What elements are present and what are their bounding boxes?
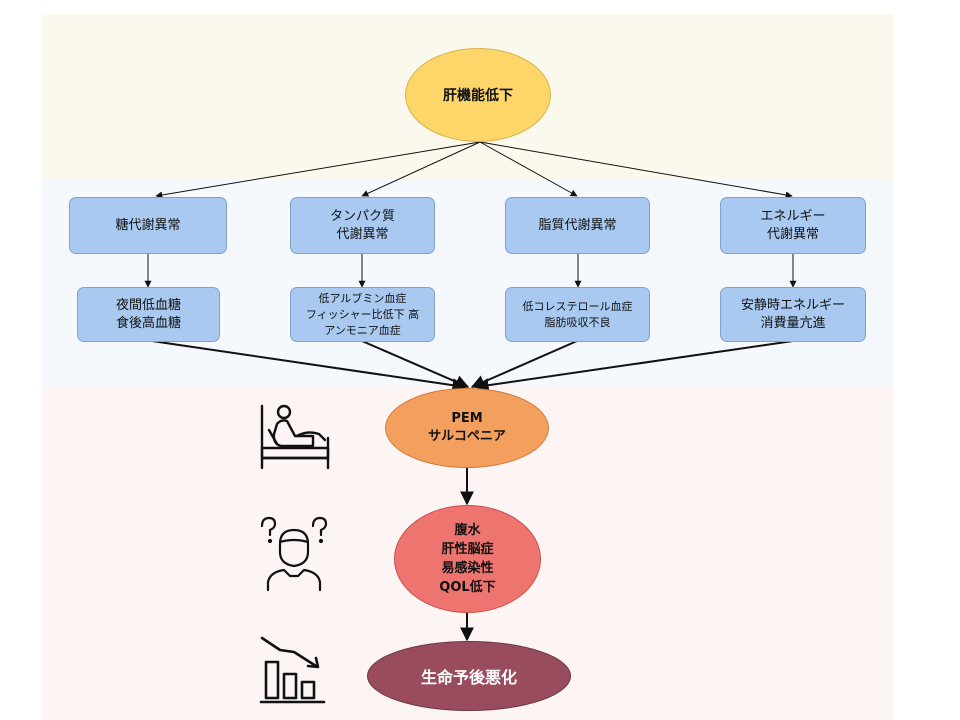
pem-sarcopenia-node: PEM サルコペニア bbox=[385, 388, 549, 468]
arrow-liver-to-sugar bbox=[155, 141, 481, 199]
arrow-liver-to-lipid bbox=[479, 141, 578, 197]
energy-detail-box: 安静時エネルギー 消費量亢進 bbox=[720, 287, 866, 342]
arrow-sugar-to-pem bbox=[151, 340, 467, 393]
complications-node: 腹水 肝性脳症 易感染性 QOL低下 bbox=[394, 505, 541, 613]
arrow-liver-to-protein bbox=[361, 141, 481, 197]
lipid-detail-box: 低コレステロール血症 脂肪吸収不良 bbox=[505, 287, 650, 342]
arrow-energy-to-pem bbox=[474, 340, 794, 393]
energy-metabolism-box: エネルギー 代謝異常 bbox=[720, 197, 866, 254]
arrow-protein-to-pem bbox=[361, 340, 470, 389]
sugar-detail-box: 夜間低血糖 食後高血糖 bbox=[77, 287, 220, 342]
bedridden-patient-icon bbox=[260, 404, 330, 470]
arrow-liver-to-energy bbox=[479, 141, 793, 199]
liver-dysfunction-node: 肝機能低下 bbox=[405, 48, 551, 142]
lipid-metabolism-box: 脂質代謝異常 bbox=[505, 197, 650, 254]
protein-detail-box: 低アルブミン血症 フィッシャー比低下 高 アンモニア血症 bbox=[290, 287, 435, 342]
sugar-metabolism-box: 糖代謝異常 bbox=[69, 197, 227, 254]
arrow-lipid-to-pem bbox=[470, 340, 578, 389]
confused-person-icon bbox=[260, 516, 328, 592]
protein-metabolism-box: タンパク質 代謝異常 bbox=[290, 197, 435, 254]
declining-chart-icon bbox=[259, 636, 326, 704]
poor-prognosis-node: 生命予後悪化 bbox=[367, 641, 571, 711]
